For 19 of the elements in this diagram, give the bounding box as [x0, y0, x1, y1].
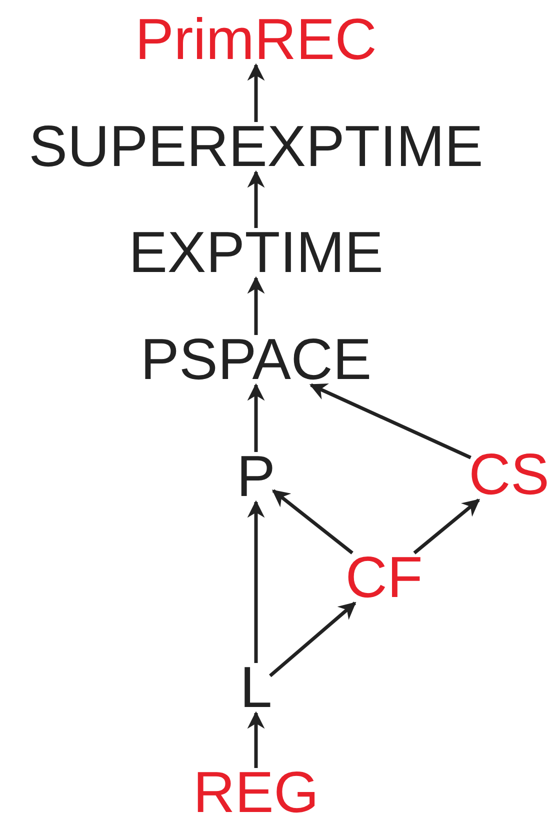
node-label: PSPACE — [138, 331, 374, 389]
node-label: L — [238, 659, 274, 717]
arrow — [247, 500, 265, 663]
node-label: SUPEREXPTIME — [26, 118, 486, 176]
node-label: PrimREC — [133, 11, 379, 69]
arrow — [272, 489, 354, 554]
node-label: P — [234, 448, 278, 506]
node-label: CS — [466, 446, 547, 504]
node-label: REG — [191, 764, 321, 821]
arrow — [247, 711, 265, 768]
arrow — [247, 170, 265, 228]
arrow — [247, 276, 265, 335]
arrow — [247, 63, 265, 122]
arrow — [413, 498, 480, 554]
node-label: EXPTIME — [126, 224, 386, 282]
node-label: CF — [343, 549, 425, 607]
arrow — [269, 602, 356, 678]
arrow — [309, 383, 472, 460]
arrow — [247, 383, 265, 452]
